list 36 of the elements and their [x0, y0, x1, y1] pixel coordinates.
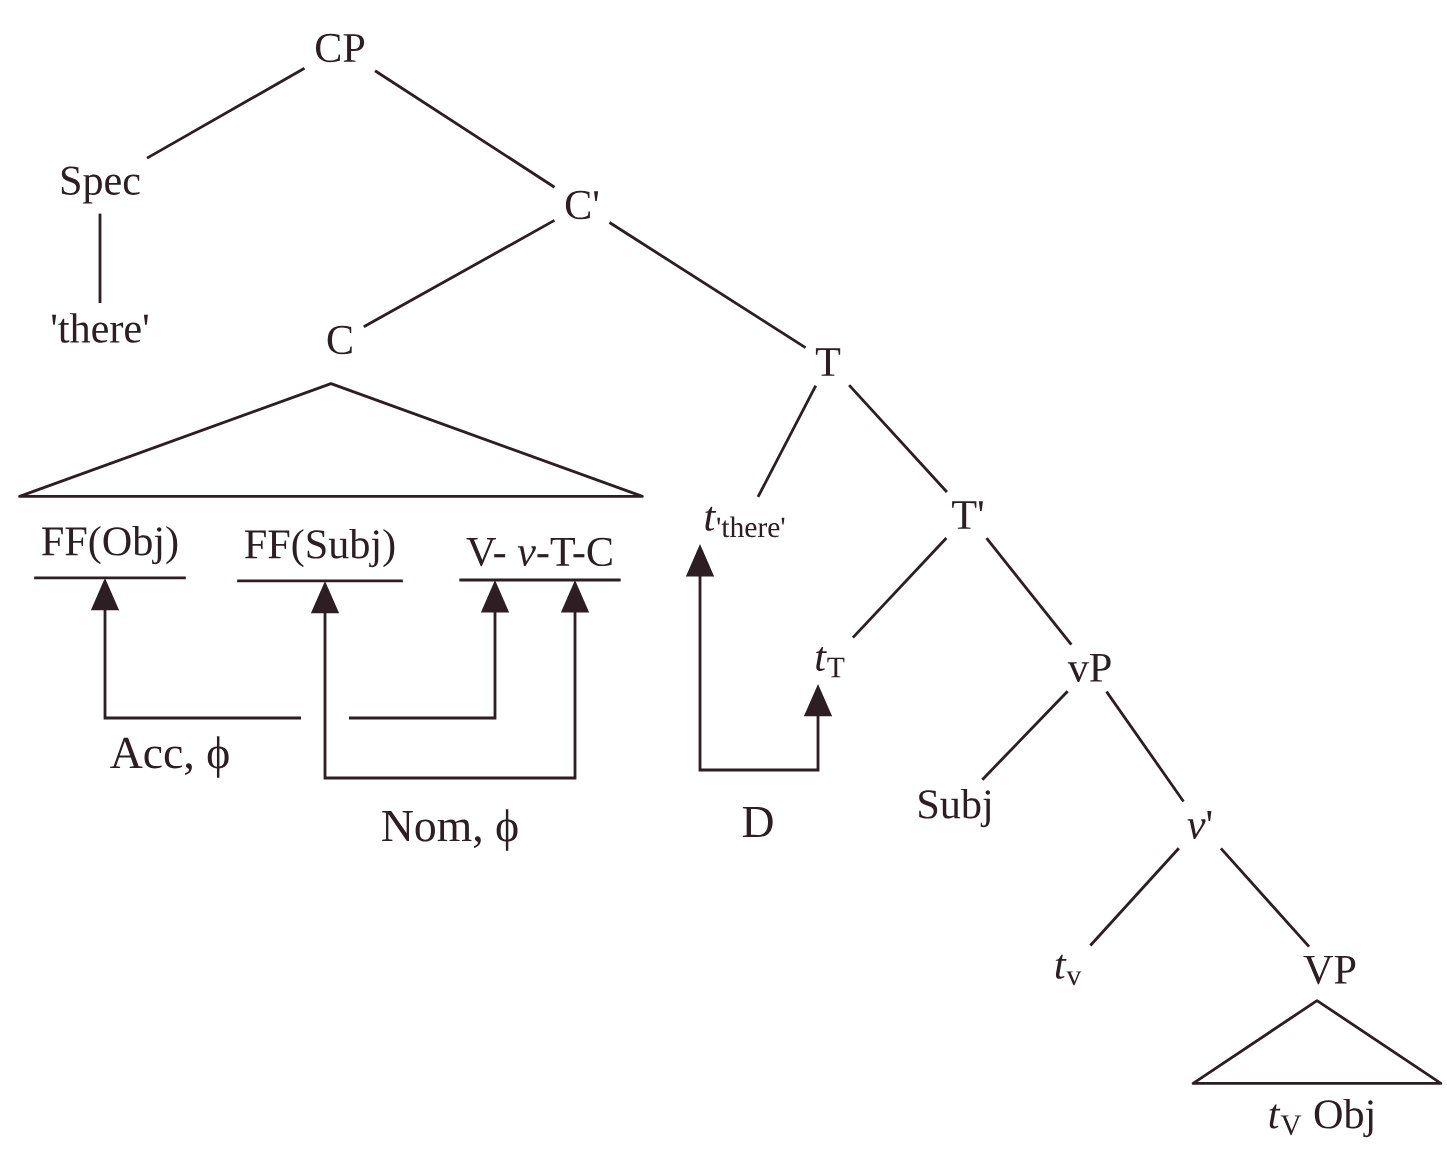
- underlined-label: FF(Obj): [34, 525, 186, 580]
- triangle-roof: [18, 382, 644, 498]
- phrase-label: CP: [315, 33, 365, 63]
- branch-line: [98, 213, 102, 303]
- branch-line: [981, 690, 1069, 781]
- tree-label: Spec: [61, 166, 140, 204]
- tree-label: Subj: [919, 788, 991, 828]
- tree-label: C: [327, 325, 352, 355]
- tree-label: t$_{T}$: [816, 646, 845, 678]
- tree-label: 'there': [52, 313, 148, 343]
- branch-line: [146, 67, 306, 160]
- tree-label: t$_{'there'}$: [705, 506, 785, 538]
- branch-line: [1089, 847, 1180, 947]
- underlined-label: FF(Subj): [237, 528, 403, 583]
- tree-label: VP: [1303, 955, 1356, 985]
- underlined-label: V- v-T-C: [459, 537, 621, 582]
- triangle-roof: [1191, 999, 1443, 1085]
- tree-label: vP: [1067, 654, 1111, 682]
- branch-line: [1219, 847, 1311, 948]
- tree-label: T: [815, 348, 841, 376]
- tree-label: t$_{V}$ Obj: [1269, 1098, 1373, 1138]
- tree-label: v': [1187, 811, 1212, 839]
- tree-label: C': [565, 190, 599, 220]
- branch-line: [608, 221, 807, 349]
- edge-label: D: [738, 803, 778, 841]
- branch-line: [1105, 690, 1185, 803]
- branch-line: [985, 537, 1073, 646]
- branch-line: [374, 69, 556, 189]
- branch-line: [851, 537, 948, 639]
- branch-line: [363, 219, 556, 328]
- tree-label: t$_{v}$: [1055, 954, 1082, 986]
- edge-label: Acc, ϕ: [106, 732, 234, 782]
- branch-line: [848, 384, 948, 493]
- tree-label: T': [952, 501, 983, 529]
- edge-label: Nom, ϕ: [377, 805, 523, 855]
- branch-line: [756, 384, 817, 498]
